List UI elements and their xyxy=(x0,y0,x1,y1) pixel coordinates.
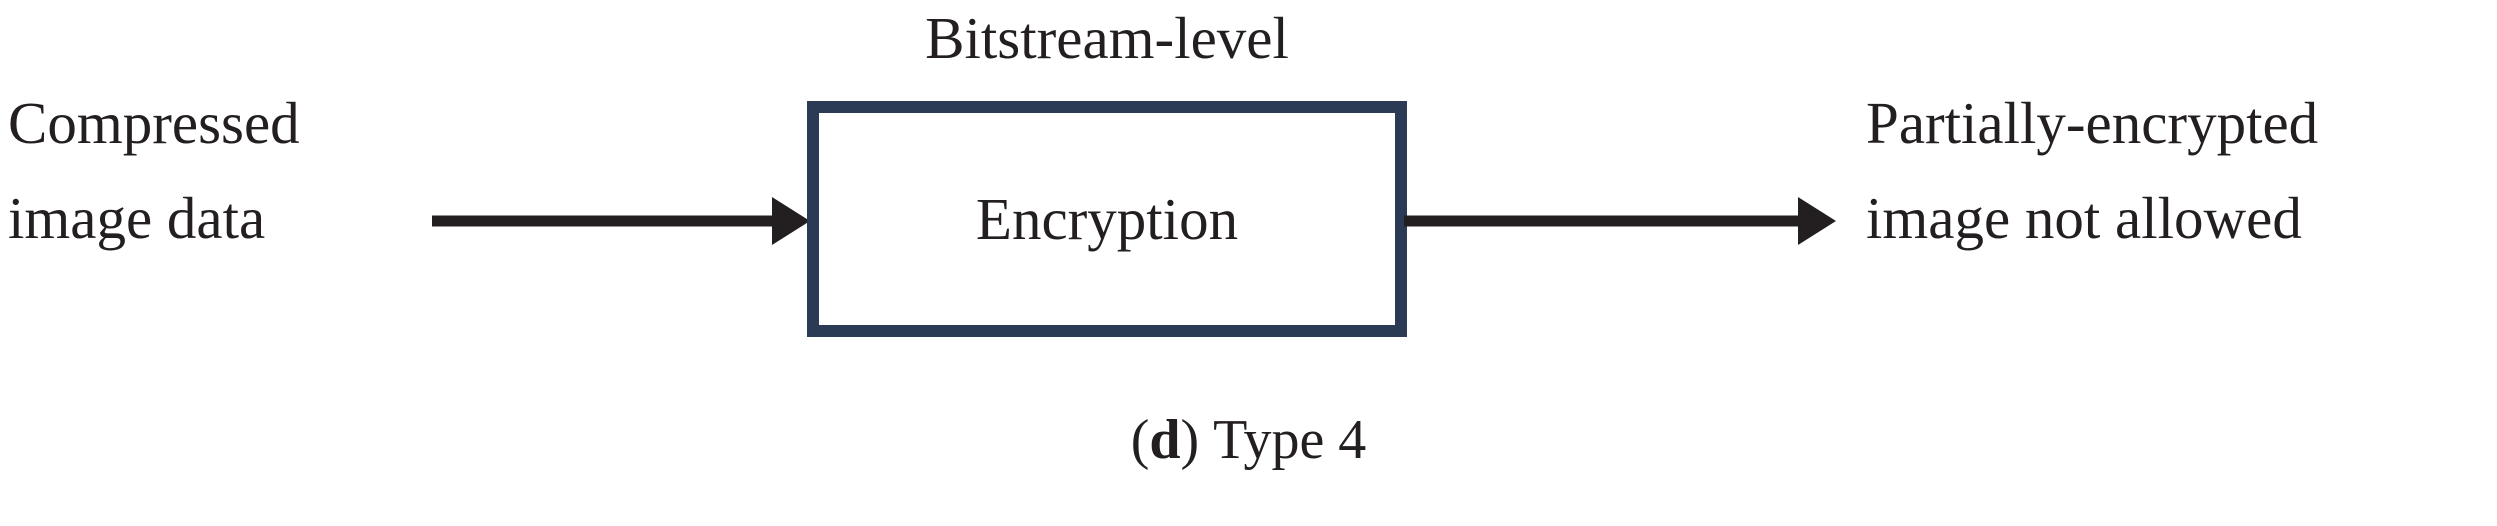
output-label-line1: Partially-encrypted xyxy=(1866,90,2319,156)
figure-caption: (d) Type 4 xyxy=(0,404,2497,476)
arrow-right-icon xyxy=(1404,197,1836,245)
output-label: Partially-encrypted image not allowed xyxy=(1866,76,2318,266)
process-box-label: Encryption xyxy=(975,186,1239,252)
process-box: Encryption xyxy=(807,101,1407,337)
arrow-right-icon xyxy=(432,197,810,245)
caption-text: Type 4 xyxy=(1213,409,1367,471)
input-label-line2: image data xyxy=(8,185,266,251)
process-top-label: Bitstream-level xyxy=(925,5,1289,71)
output-arrow xyxy=(1404,194,1836,248)
input-label-line1: Compressed xyxy=(8,90,300,156)
caption-paren-open: ( xyxy=(1130,409,1150,471)
caption-letter: d xyxy=(1149,409,1181,471)
caption-paren-close: ) xyxy=(1180,409,1200,471)
output-label-line2: image not allowed xyxy=(1866,185,2302,251)
input-label: Compressed image data xyxy=(8,76,300,266)
input-arrow xyxy=(432,194,810,248)
